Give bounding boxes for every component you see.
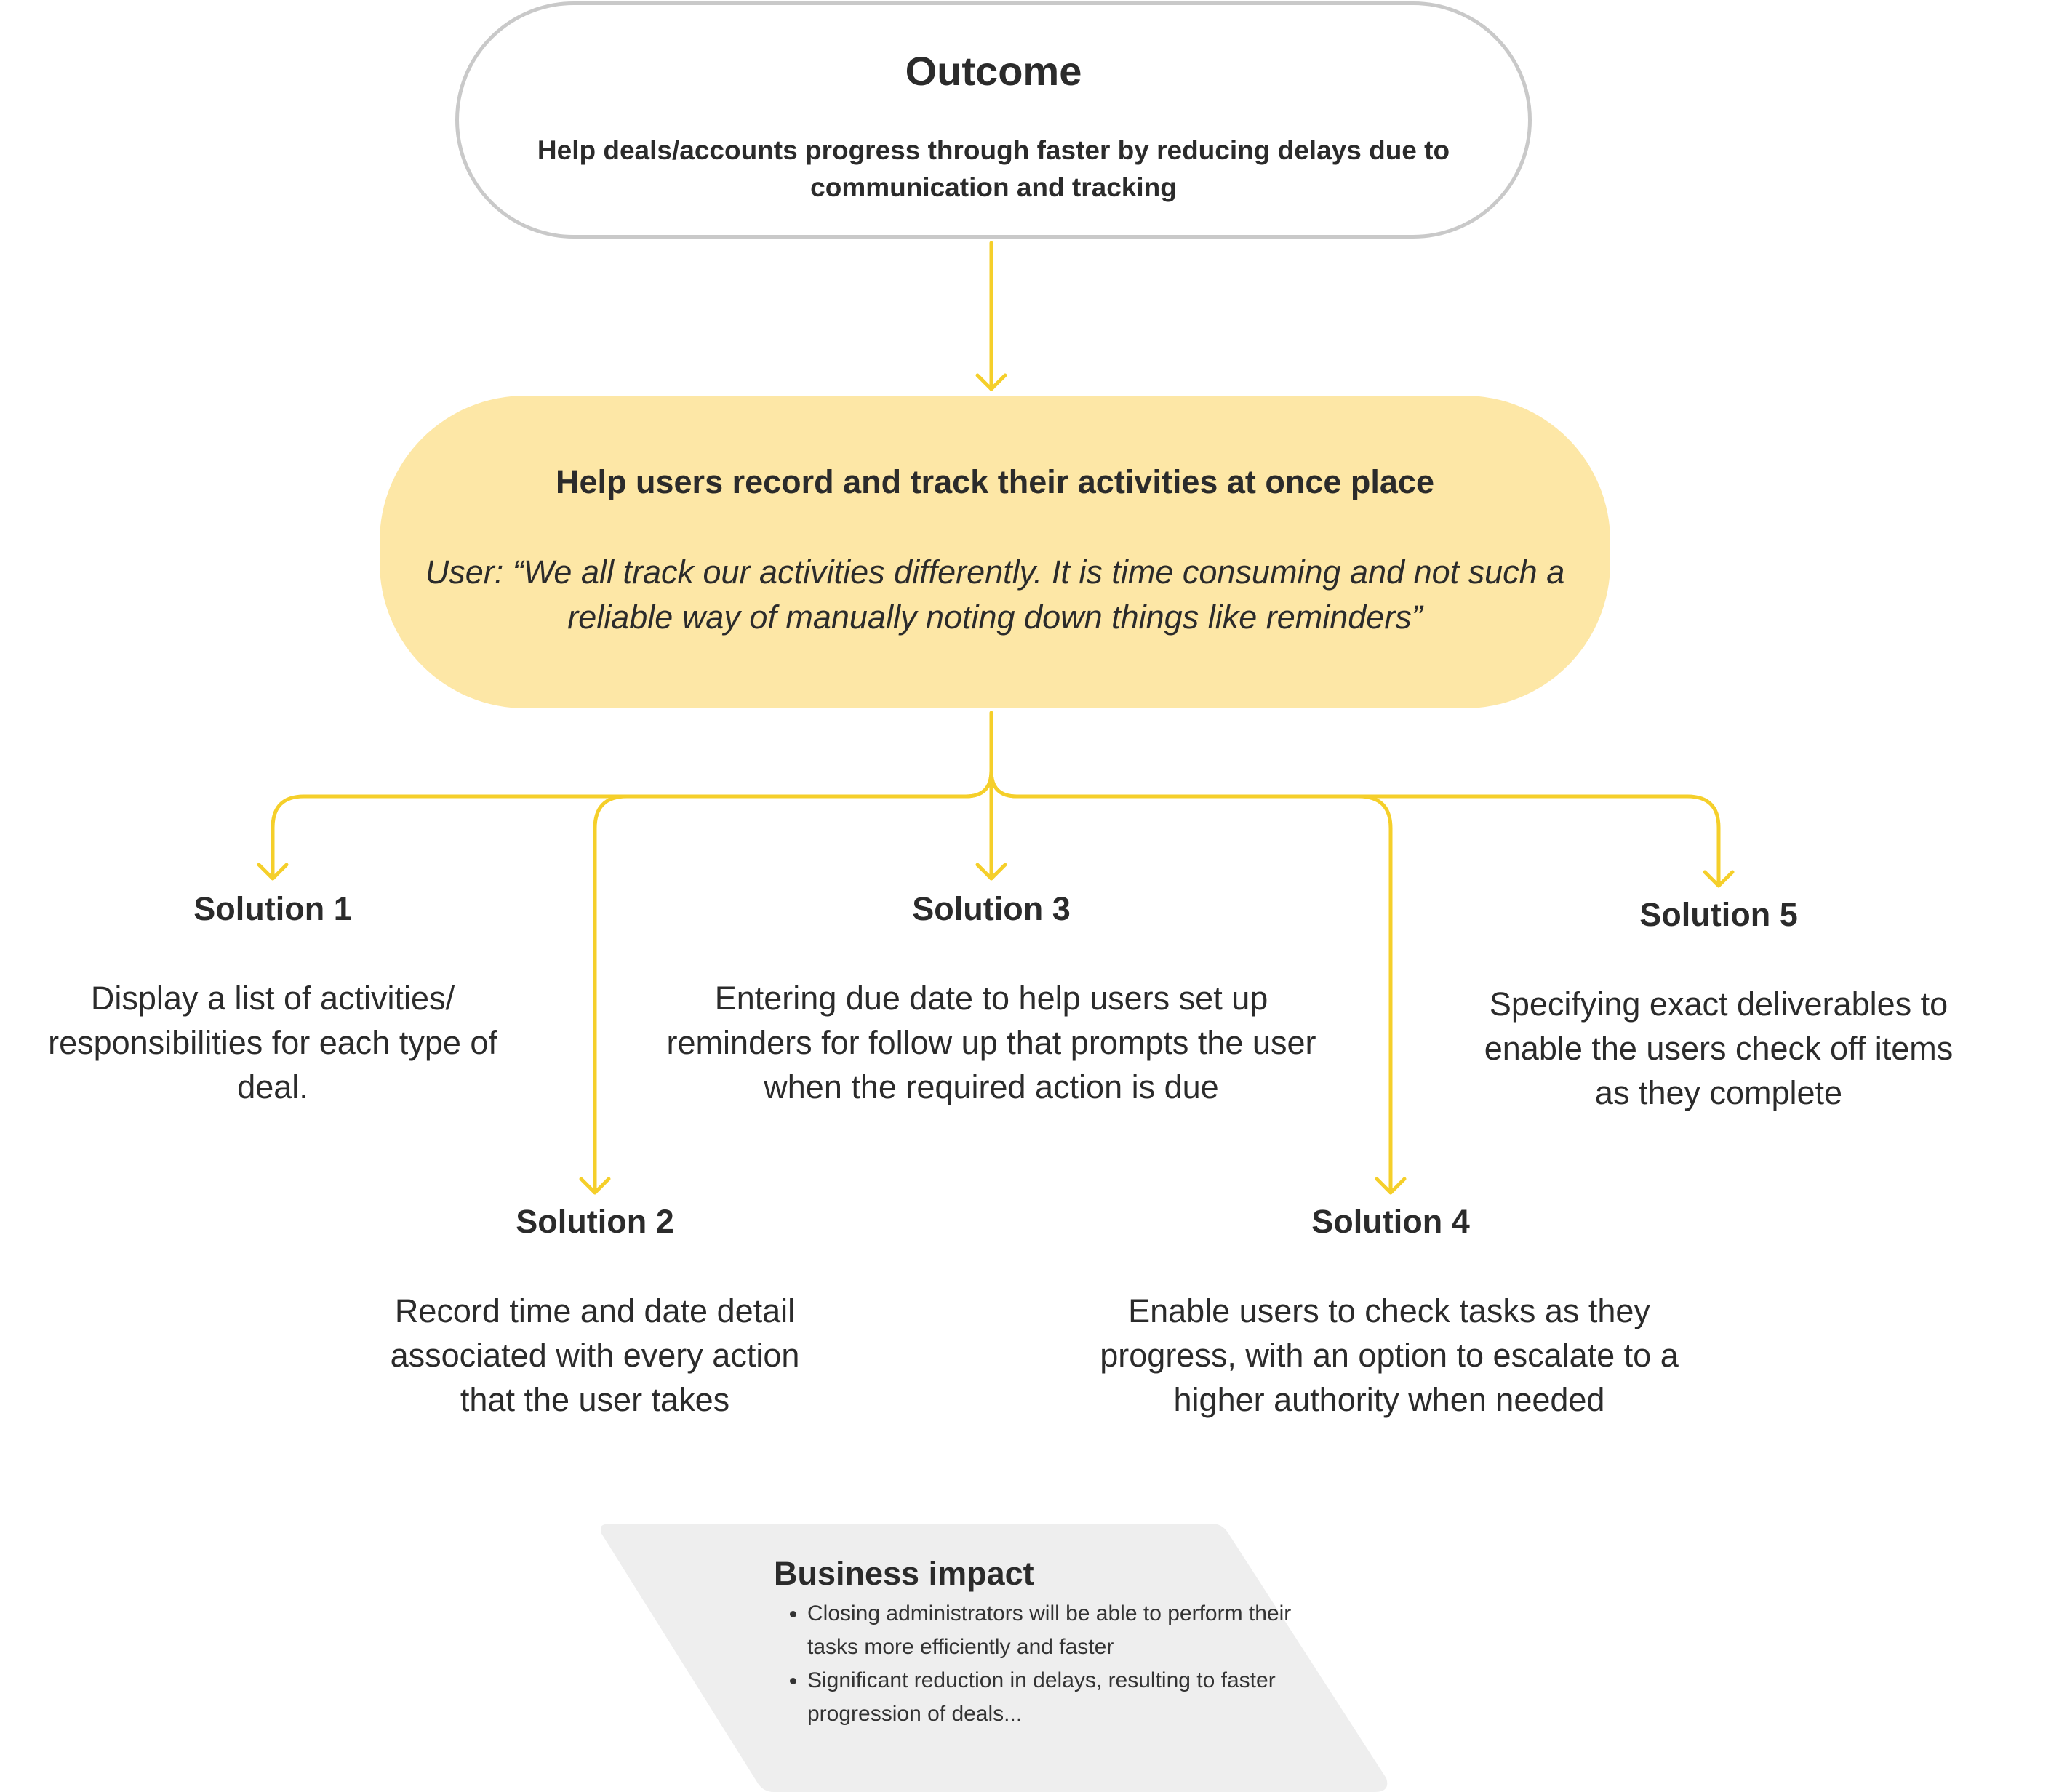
business-impact-item: Significant reduction in delays, resulti… — [807, 1664, 1298, 1731]
problem-title: Help users record and track their activi… — [556, 463, 1434, 500]
business-impact: Business impact Closing administrators w… — [774, 1555, 1298, 1731]
business-impact-shape — [601, 1524, 1388, 1792]
business-impact-list: Closing administrators will be able to p… — [774, 1597, 1298, 1731]
arrowhead-solution-3 — [975, 863, 1007, 881]
business-impact-item: Closing administrators will be able to p… — [807, 1597, 1298, 1664]
problem-quote: User: “We all track our activities diffe… — [425, 553, 1565, 636]
solution-3-description: Entering due date to help users set up r… — [666, 980, 1316, 1105]
solution-5-description: Specifying exact deliverables to enable … — [1484, 985, 1954, 1111]
arrowhead-solution-1 — [257, 863, 289, 881]
solution-2-title: Solution 2 — [516, 1203, 674, 1240]
solution-4-description: Enable users to check tasks as they prog… — [1100, 1292, 1679, 1418]
arrowhead-solution-5 — [1703, 870, 1735, 888]
business-impact-title: Business impact — [774, 1555, 1034, 1592]
solution-1-description: Display a list of activities/ responsibi… — [48, 980, 497, 1105]
connector-to-solution-1 — [271, 769, 993, 881]
outcome-description: Help deals/accounts progress through fas… — [537, 135, 1450, 202]
connector-to-solution-2 — [593, 769, 993, 1195]
problem-node: Help users record and track their activi… — [380, 396, 1610, 708]
outcome-title: Outcome — [905, 48, 1082, 94]
arrowhead-solution-2 — [579, 1177, 611, 1195]
arrowhead-solution-4 — [1375, 1177, 1407, 1195]
solution-3-title: Solution 3 — [912, 890, 1071, 927]
solution-5-title: Solution 5 — [1639, 896, 1798, 933]
connector-to-solution-5 — [989, 769, 1721, 888]
solution-4-title: Solution 4 — [1311, 1203, 1470, 1240]
solution-2-description: Record time and date detail associated w… — [390, 1292, 800, 1418]
solution-1-title: Solution 1 — [193, 890, 352, 927]
outcome-node: Outcome Help deals/accounts progress thr… — [455, 1, 1532, 239]
arrowhead-problem — [975, 373, 1007, 391]
